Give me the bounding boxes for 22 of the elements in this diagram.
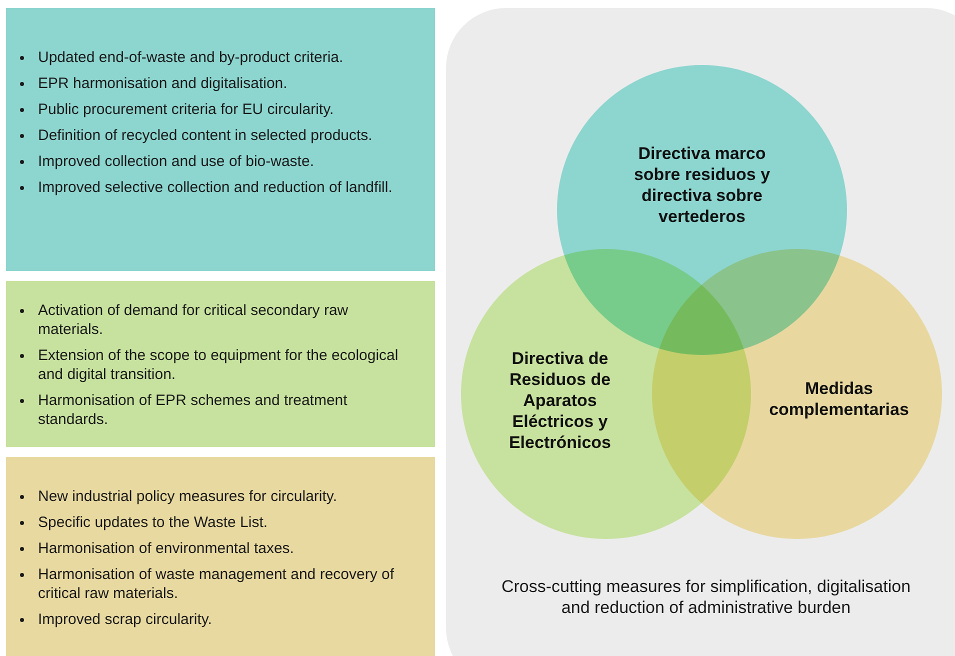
- bullet-text: Definition of recycled content in selected products.: [38, 126, 372, 145]
- bullet-text: Harmonisation of EPR schemes and treatment standards.: [38, 391, 348, 429]
- bullet-text: Harmonisation of environmental taxes.: [38, 539, 294, 558]
- list-panel: [6, 8, 435, 271]
- bullet-text: Harmonisation of waste management and recovery of critical raw materials.: [38, 565, 396, 603]
- circle-label: Directiva de Residuos de Aparatos Eléctricos y Electrónicos: [508, 348, 612, 453]
- circle-label: Medidas complementarias: [768, 378, 910, 420]
- list-panel: [6, 457, 435, 656]
- bullet-text: Improved collection and use of bio-waste.: [38, 152, 314, 171]
- circle-label: Directiva marco sobre residuos y directiva sobre vertederos: [632, 143, 772, 227]
- bullet-text: Improved scrap circularity.: [38, 610, 212, 629]
- bullet-text: Updated end-of-waste and by-product criteria.: [38, 48, 344, 67]
- bullet-text: New industrial policy measures for circularity.: [38, 487, 337, 506]
- bullet-text: Activation of demand for critical secondary raw materials.: [38, 301, 350, 339]
- bullet-text: EPR harmonisation and digitalisation.: [38, 74, 288, 93]
- bullet-text: Improved selective collection and reduction of landfill.: [38, 178, 392, 197]
- bullet-text: Public procurement criteria for EU circularity.: [38, 100, 334, 119]
- caption-text: Cross-cutting measures for simplification, digitalisation and reduction of administrative burden: [500, 576, 912, 618]
- list-panel: [6, 281, 435, 447]
- bullet-text: Extension of the scope to equipment for the ecological and digital transition.: [38, 346, 400, 384]
- bullet-text: Specific updates to the Waste List.: [38, 513, 268, 532]
- panel-background: [446, 8, 955, 656]
